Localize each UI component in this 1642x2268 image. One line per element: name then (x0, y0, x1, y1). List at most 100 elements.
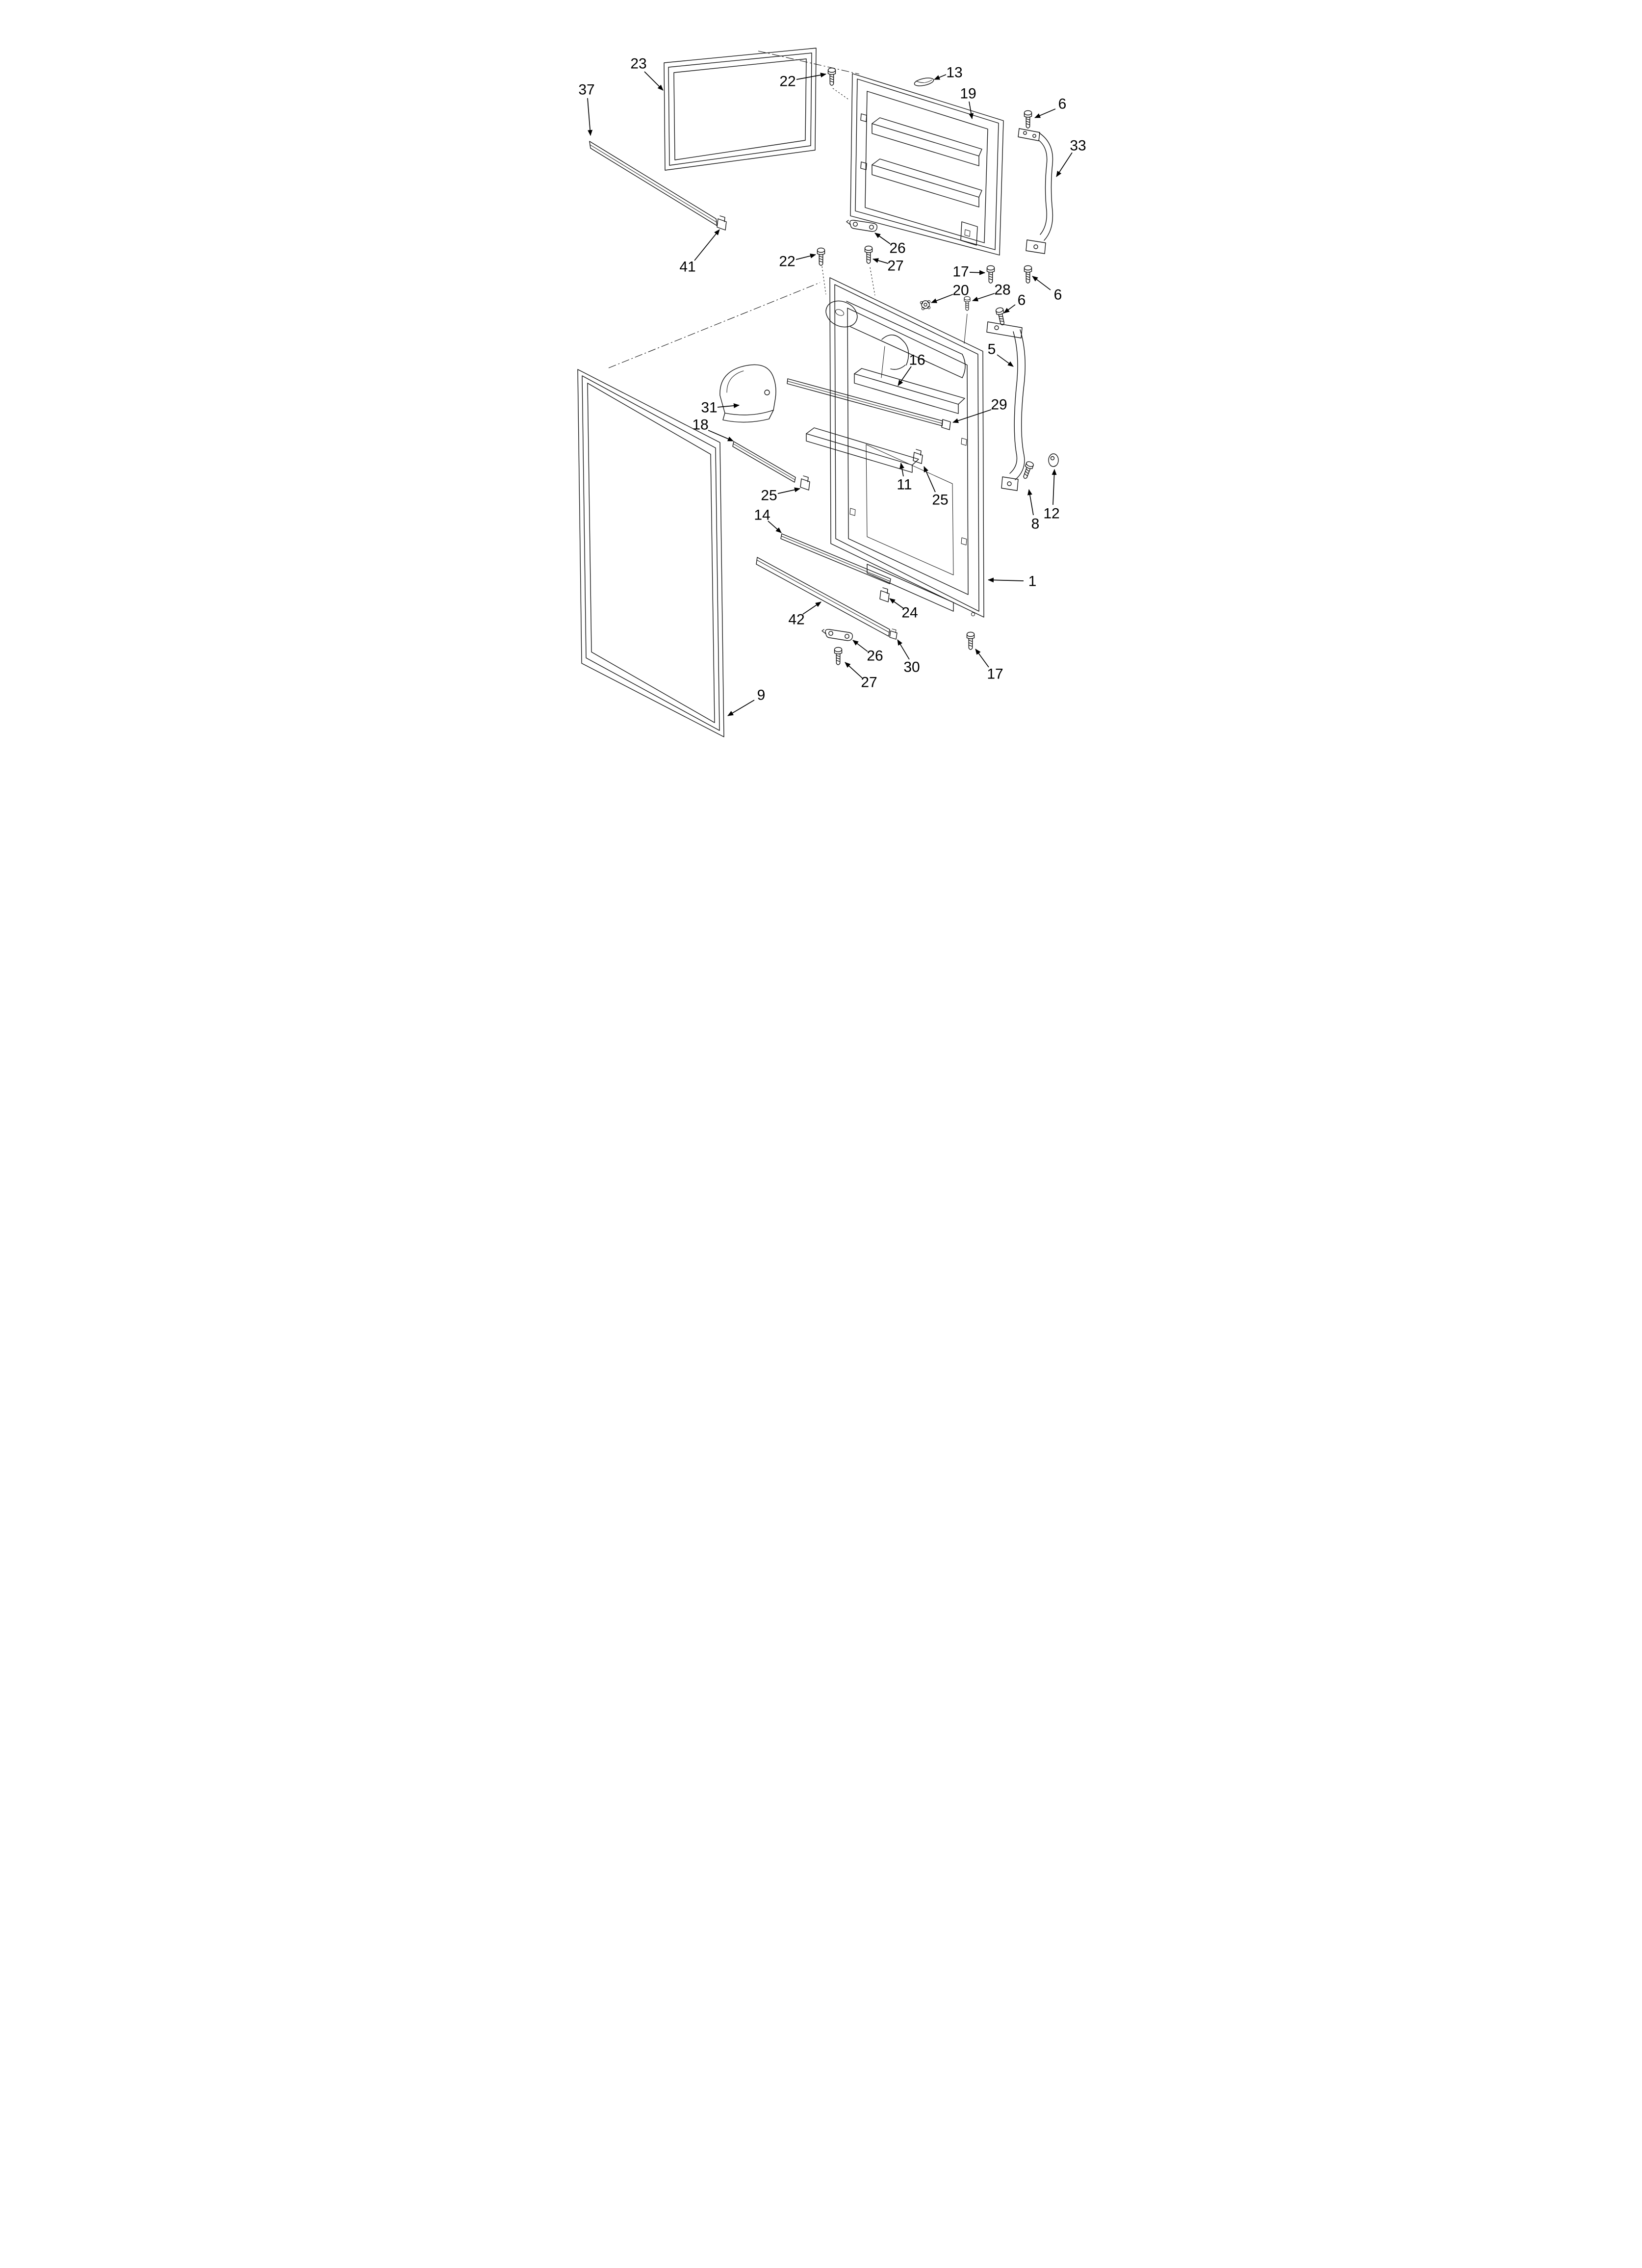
screw-28 (964, 296, 971, 311)
part-label-13: 13 (946, 65, 962, 81)
callout-arrow-24 (889, 598, 904, 609)
part-label-27-freezer: 27 (887, 258, 903, 274)
callout-arrow-22-top (796, 73, 826, 80)
callout-29: 29 (952, 397, 1007, 423)
callout-17-mid: 17 (952, 264, 985, 280)
callout-33: 33 (1056, 138, 1086, 177)
screw-22-top (827, 67, 836, 86)
callout-arrow-11 (899, 463, 904, 477)
callout-arrow-27-bottom (845, 662, 863, 678)
part-label-17-bottom: 17 (987, 666, 1003, 682)
callout-41: 41 (679, 229, 720, 275)
callout-arrow-6-mid (1032, 276, 1051, 290)
callout-arrow-16 (898, 366, 912, 386)
callout-arrow-13 (934, 74, 947, 80)
callout-arrow-19 (969, 101, 974, 119)
part-label-16: 16 (909, 352, 925, 368)
part-label-12: 12 (1043, 506, 1059, 522)
callout-arrow-30 (897, 639, 910, 660)
part-label-20: 20 (952, 283, 969, 299)
freezer-door-gasket-23 (664, 48, 817, 171)
callout-19: 19 (960, 86, 976, 119)
part-label-27-bottom: 27 (861, 675, 877, 691)
callout-arrow-8 (1027, 489, 1034, 516)
screw-28-guide-line (964, 313, 968, 344)
callout-27-freezer: 27 (872, 258, 904, 274)
screw-22-mid-guide-line (821, 266, 826, 295)
part-label-5: 5 (988, 341, 996, 358)
shelf-bar-11 (806, 427, 919, 473)
callout-arrow-1 (988, 577, 1024, 583)
callout-arrow-17-mid (969, 270, 985, 275)
screw-6-top (1024, 110, 1032, 129)
part-label-19: 19 (960, 86, 976, 102)
screw-6-lower (995, 307, 1007, 326)
callout-arrow-26-freezer (874, 233, 891, 244)
callout-6-lower: 6 (1003, 292, 1026, 313)
alignment-line-top (758, 51, 860, 75)
refrigerator-door-gasket-9 (577, 369, 724, 737)
part-label-14: 14 (754, 507, 770, 523)
part-label-28: 28 (994, 282, 1010, 298)
callout-30: 30 (897, 639, 920, 676)
screw-22-top-guide-line (832, 88, 850, 101)
callout-1: 1 (988, 574, 1036, 590)
part-label-24: 24 (901, 605, 918, 621)
callout-8: 8 (1027, 489, 1039, 532)
end-cap-30 (889, 628, 898, 640)
door-shelf-16 (854, 368, 965, 414)
butter-door-31 (719, 364, 776, 423)
part-label-33: 33 (1070, 138, 1086, 154)
callout-arrow-25-left (777, 487, 800, 494)
refrigerator-door-panel-1 (829, 277, 984, 618)
screw-17-mid (986, 265, 995, 284)
callout-arrow-23 (644, 71, 664, 91)
callout-11: 11 (897, 463, 912, 493)
callout-20: 20 (931, 283, 969, 303)
callout-arrow-42 (802, 601, 821, 615)
part-label-29: 29 (991, 397, 1007, 413)
grommet-20 (920, 300, 931, 311)
screw-17-bottom (966, 631, 975, 650)
screw-27-top (864, 245, 873, 264)
callout-arrow-31 (717, 403, 740, 408)
handle-trim-33 (1018, 128, 1053, 254)
callout-28: 28 (972, 282, 1011, 302)
callout-18: 18 (692, 417, 734, 442)
callout-arrow-25-right (924, 466, 936, 493)
callout-arrow-6-top (1034, 108, 1056, 118)
screw-27-bottom (834, 647, 843, 665)
callout-6-top: 6 (1034, 96, 1067, 118)
callout-14: 14 (754, 507, 782, 533)
part-label-23: 23 (630, 56, 646, 72)
part-label-18: 18 (692, 417, 708, 433)
callout-arrow-29 (952, 409, 992, 423)
callout-arrow-37 (587, 98, 593, 136)
screw-8 (1021, 460, 1035, 480)
shelf-clip-25-right (913, 449, 923, 464)
exploded-parts-diagram-page: 23 37 22 13 19 6 33 41 (547, 0, 1095, 756)
part-label-9: 9 (757, 687, 766, 704)
callout-23: 23 (630, 56, 664, 91)
callout-arrow-9 (727, 700, 755, 716)
trim-18 (732, 441, 796, 483)
callout-arrow-26-bottom (852, 640, 868, 652)
cap-12 (1048, 453, 1059, 467)
callout-27-bottom: 27 (845, 662, 877, 691)
shelf-trim-29 (787, 378, 951, 430)
callout-arrow-22-mid (795, 253, 816, 260)
callout-26-bottom: 26 (852, 640, 883, 664)
part-label-26-freezer: 26 (889, 240, 905, 257)
callout-arrow-33 (1056, 152, 1073, 177)
part-label-41: 41 (679, 259, 695, 275)
clip-24 (879, 587, 890, 602)
callout-arrow-17-bottom (975, 649, 989, 668)
part-label-31: 31 (701, 400, 717, 416)
callout-37: 37 (578, 82, 595, 136)
callout-arrow-14 (768, 521, 782, 533)
callout-25-right: 25 (924, 466, 949, 508)
part-label-6-top: 6 (1058, 96, 1067, 112)
callout-24: 24 (889, 598, 918, 621)
callout-22-mid: 22 (779, 254, 816, 270)
callout-arrow-18 (708, 430, 734, 442)
